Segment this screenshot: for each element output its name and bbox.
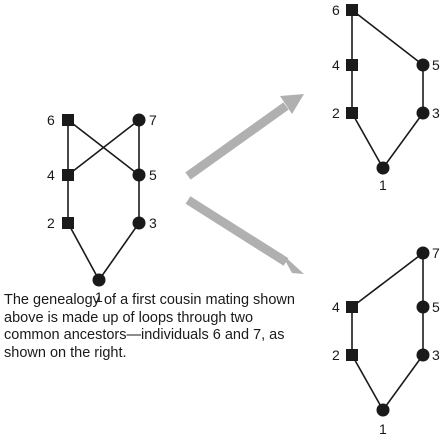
label-5: 5	[149, 167, 157, 183]
main-pedigree: 6 7 4 5 2 3 1	[47, 112, 157, 305]
arrow-up-right-head	[280, 94, 304, 114]
arrow-down-right-head	[281, 253, 304, 274]
individual-5-circle	[132, 168, 146, 182]
individual-4-square	[62, 169, 74, 181]
label-7: 7	[149, 112, 157, 128]
edge-2-1	[67, 222, 100, 281]
loop6-individual-4-square	[346, 59, 358, 71]
loop7-individual-2-square	[346, 349, 358, 361]
individual-7-circle	[132, 113, 146, 127]
loop6-individual-6-square	[346, 4, 358, 16]
figure-caption: The genealogy of a first cousin mating s…	[4, 292, 295, 361]
loop7-label-7: 7	[432, 245, 440, 261]
label-4: 4	[47, 167, 55, 183]
loop-through-6: 6 4 5 2 3 1	[332, 2, 440, 193]
loop7-label-5: 5	[432, 299, 440, 315]
individual-2-square	[62, 217, 74, 229]
loop6-label-6: 6	[332, 2, 340, 18]
loop7-label-2: 2	[332, 347, 340, 363]
individual-6-square	[62, 114, 74, 126]
edge-7-4	[67, 119, 140, 176]
arrow-down-right	[185, 196, 289, 266]
loop6-edge-6-5	[351, 9, 424, 66]
label-2: 2	[47, 215, 55, 231]
label-1: 1	[95, 289, 103, 305]
individual-1-circle	[92, 273, 106, 287]
loop6-individual-3-circle	[416, 106, 430, 120]
loop6-individual-2-square	[346, 107, 358, 119]
loop7-label-1: 1	[379, 421, 387, 437]
loop6-edge-2-1	[351, 112, 384, 169]
loop7-edge-7-4	[351, 252, 424, 308]
loop6-label-4: 4	[332, 57, 340, 73]
loop7-individual-5-circle	[416, 300, 430, 314]
loop6-individual-1-circle	[376, 161, 390, 175]
loop7-individual-7-circle	[416, 246, 430, 260]
loop7-individual-4-square	[346, 301, 358, 313]
loop6-label-5: 5	[432, 57, 440, 73]
loop7-individual-3-circle	[416, 348, 430, 362]
loop6-label-2: 2	[332, 105, 340, 121]
loop7-edge-3-1	[382, 354, 424, 411]
label-6: 6	[47, 112, 55, 128]
loop6-label-1: 1	[379, 177, 387, 193]
loop6-label-3: 3	[432, 105, 440, 121]
loop-through-7: 7 4 5 2 3 1	[332, 245, 440, 437]
loop7-label-4: 4	[332, 299, 340, 315]
loop6-edge-3-1	[382, 112, 424, 169]
loop7-individual-1-circle	[376, 403, 390, 417]
arrow-up-right	[185, 102, 289, 180]
loop7-edge-2-1	[351, 354, 384, 411]
loop7-label-3: 3	[432, 347, 440, 363]
edge-3-1	[98, 222, 140, 281]
individual-3-circle	[132, 216, 146, 230]
arrows	[185, 94, 304, 274]
label-3: 3	[149, 215, 157, 231]
loop6-individual-5-circle	[416, 58, 430, 72]
